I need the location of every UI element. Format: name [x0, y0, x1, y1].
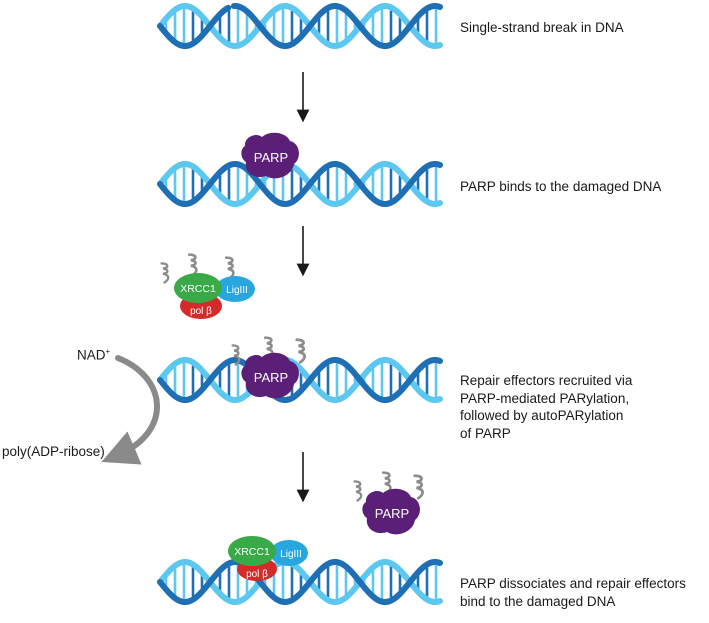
dna-strand-dark — [157, 559, 443, 605]
xrcc1-protein — [174, 273, 222, 303]
parp-label: PARP — [254, 370, 288, 385]
polb-label: pol β — [246, 569, 268, 580]
dna-strand-dark — [157, 357, 443, 403]
dna-strand-dark — [157, 3, 443, 49]
step-1-label: Single-strand break in DNA — [460, 20, 624, 35]
effector-complex-free: XRCC1 LigIII pol β — [160, 253, 255, 319]
step-3-label: Repair effectors recruited via PARP-medi… — [460, 372, 632, 442]
par-chain-icon — [295, 338, 307, 364]
step-3-label-line: PARP-mediated PARylation, — [460, 390, 630, 406]
parp-label: PARP — [375, 506, 409, 521]
dna-strand-light — [157, 559, 443, 605]
xrcc1-label: XRCC1 — [234, 546, 270, 558]
parp-protein-step2: PARP — [241, 132, 299, 179]
nad-superscript: + — [105, 347, 111, 356]
step-3-label-line: followed by autoPARylation — [460, 408, 624, 423]
parp-label: PARP — [254, 150, 288, 165]
dna-helix-broken — [157, 3, 443, 49]
dna-helix-parp-bound — [157, 161, 443, 207]
poly-adp-ribose-label: poly(ADP-ribose) — [2, 444, 105, 459]
step-3-label-line: Repair effectors recruited via — [460, 373, 633, 388]
parp-protein-dissociated: PARP — [353, 471, 425, 535]
lig3-label: LigIII — [226, 285, 248, 296]
par-chain-icon — [224, 256, 235, 280]
nad-text: NAD — [77, 347, 106, 363]
dna-helix-repaired — [157, 559, 443, 605]
nad-label: NAD+ — [77, 347, 110, 363]
par-chain-icon — [353, 480, 363, 502]
xrcc1-protein — [228, 536, 276, 566]
dna-strand-light — [157, 357, 443, 403]
dna-helix-recruitment — [157, 357, 443, 403]
step-2-label: PARP binds to the damaged DNA — [460, 179, 662, 194]
lig3-protein — [215, 276, 255, 302]
polb-label: pol β — [190, 306, 212, 317]
lig3-label: LigIII — [280, 549, 302, 560]
parp-protein-parylated-step3: PARP — [231, 336, 307, 399]
xrcc1-label: XRCC1 — [180, 283, 216, 295]
effector-complex-bound: XRCC1 LigIII pol β — [228, 536, 308, 581]
step-4-label: PARP dissociates and repair effectors bi… — [460, 575, 686, 610]
lig3-protein — [270, 540, 308, 566]
step-3-label-line: of PARP — [460, 425, 511, 441]
par-chain-icon — [413, 474, 425, 500]
par-chain-icon — [187, 253, 198, 277]
par-chain-icon — [160, 262, 170, 284]
step-4-label-line: bind to the damaged DNA — [460, 593, 616, 609]
nad-conversion-arrow — [101, 355, 160, 465]
dna-strand-light — [157, 3, 443, 49]
step-4-label-line: PARP dissociates and repair effectors — [460, 576, 686, 591]
dna-strand-light — [157, 161, 443, 207]
dna-strand-dark — [157, 161, 443, 207]
